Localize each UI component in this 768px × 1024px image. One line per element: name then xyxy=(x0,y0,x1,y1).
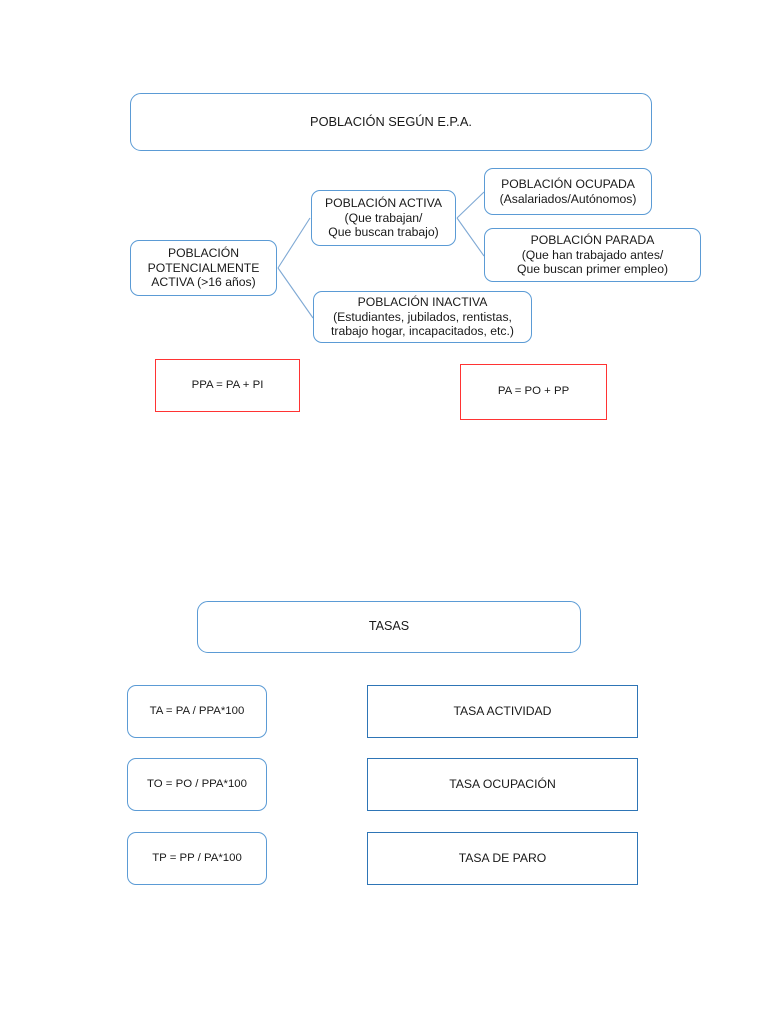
node-poblacion-potencialmente-activa: POBLACIÓN POTENCIALMENTE ACTIVA (>16 año… xyxy=(130,240,277,296)
connector-activa-to-ocupada xyxy=(456,191,485,219)
node-poblacion-activa: POBLACIÓN ACTIVA (Que trabajan/ Que busc… xyxy=(311,190,456,246)
node-poblacion-inactiva: POBLACIÓN INACTIVA (Estudiantes, jubilad… xyxy=(313,291,532,343)
epa-header-box: POBLACIÓN SEGÚN E.P.A. xyxy=(130,93,652,151)
rate-label-tasa-actividad: TASA ACTIVIDAD xyxy=(367,685,638,738)
connector-ppa-to-inactiva xyxy=(277,267,314,319)
formula-box-ppa: PPA = PA + PI xyxy=(155,359,300,412)
rate-label-tasa-paro: TASA DE PARO xyxy=(367,832,638,885)
rate-formula-tasa-actividad: TA = PA / PPA*100 xyxy=(127,685,267,738)
formula-box-pa: PA = PO + PP xyxy=(460,364,607,420)
rate-formula-tasa-paro: TP = PP / PA*100 xyxy=(127,832,267,885)
node-poblacion-ocupada: POBLACIÓN OCUPADA (Asalariados/Autónomos… xyxy=(484,168,652,215)
rate-label-tasa-ocupacion: TASA OCUPACIÓN xyxy=(367,758,638,811)
rates-header-box: TASAS xyxy=(197,601,581,653)
node-poblacion-parada: POBLACIÓN PARADA (Que han trabajado ante… xyxy=(484,228,701,282)
connector-ppa-to-activa xyxy=(277,217,311,269)
rate-formula-tasa-ocupacion: TO = PO / PPA*100 xyxy=(127,758,267,811)
connector-activa-to-parada xyxy=(456,217,485,257)
